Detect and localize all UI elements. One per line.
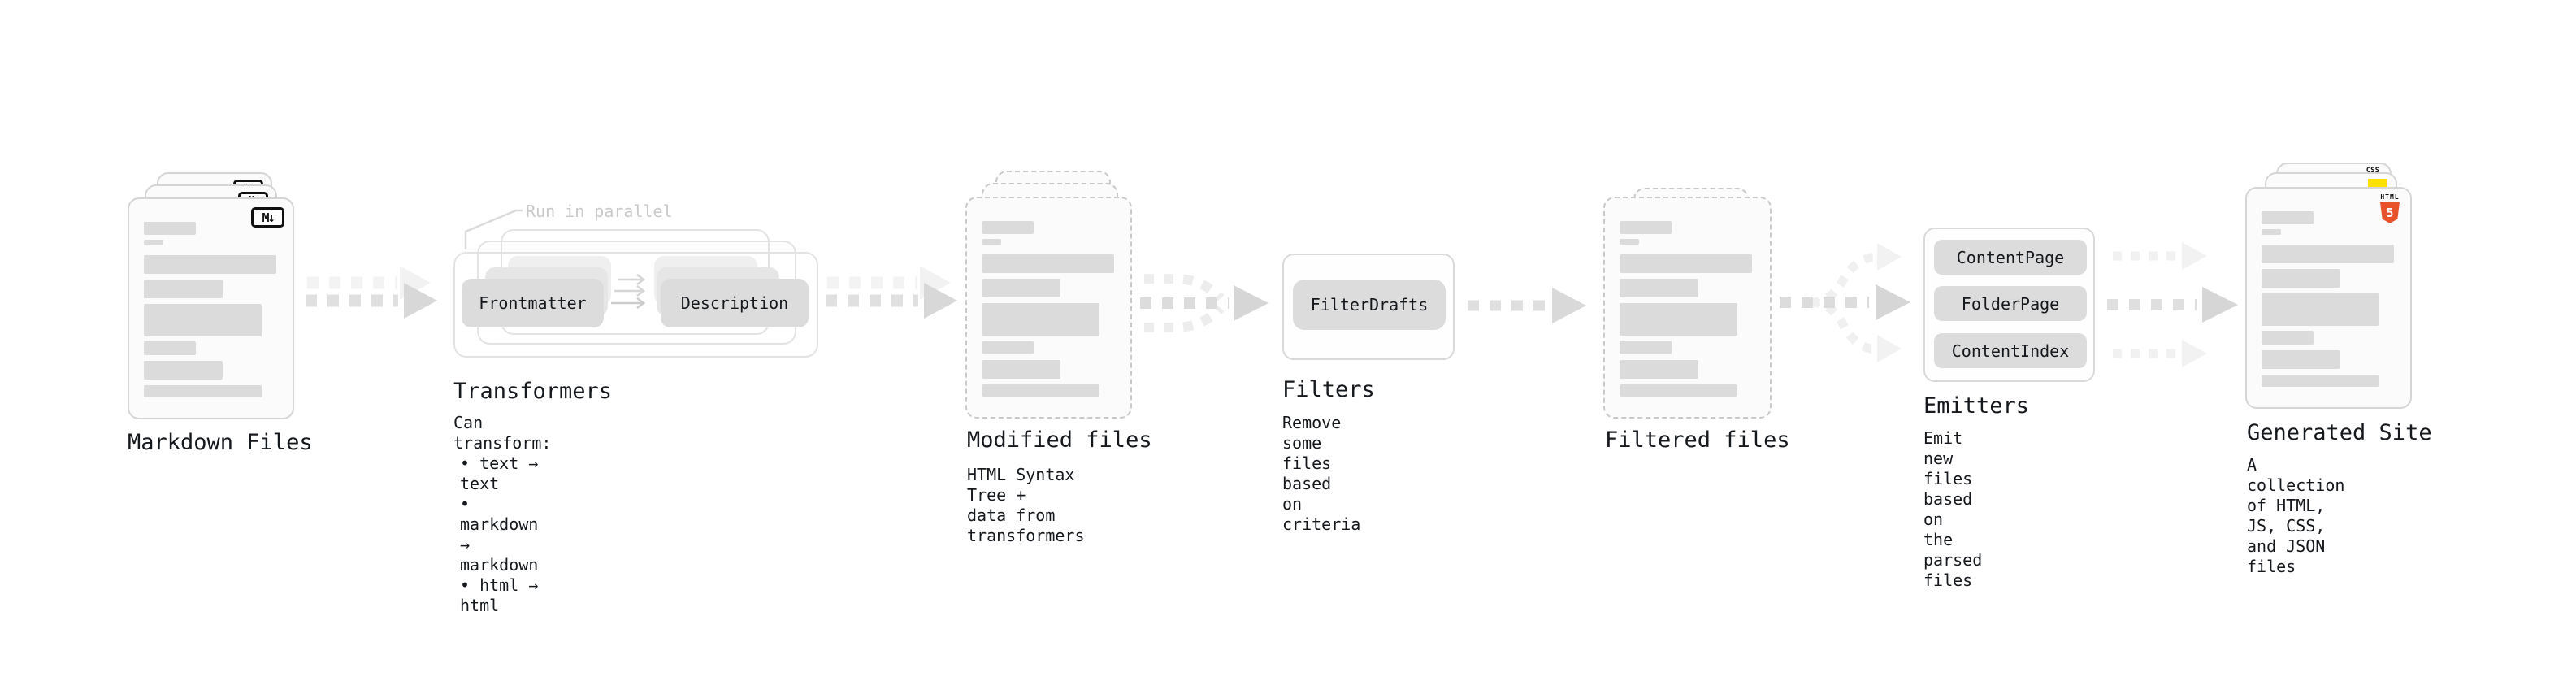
arrow-modified-to-filters [1140,274,1268,332]
filter-filterdrafts: FilterDrafts [1293,280,1446,330]
html5-icon-word: HTML [2380,193,2400,201]
emitter-contentpage: ContentPage [1934,240,2087,275]
arrow-transformers-to-modified [826,266,957,319]
emitters-description: Emit new files based on the parsed files [1923,428,1983,590]
modified-files-description: HTML Syntax Tree + data from transformer… [967,465,1085,545]
js-file-icon [2368,179,2387,189]
bullet-markdown-to-markdown: • markdown → markdown [460,494,539,575]
arrow-markdown-to-transformers [306,266,437,319]
stage-label-markdown-files: Markdown Files [128,430,313,455]
markdown-file-card: M↓ [128,197,294,419]
file-content-skeleton [144,199,278,397]
html5-file-icon: HTML 5 [2379,193,2401,223]
stage-label-generated-site: Generated Site [2247,420,2432,445]
stage-label-filters: Filters [1282,377,1375,402]
bullet-html-to-html: • html → html [460,575,539,615]
filters-panel: FilterDrafts [1282,254,1455,360]
transformer-frontmatter: Frontmatter [462,279,604,327]
parallel-arrows-icon [611,274,646,309]
emitter-folderpage: FolderPage [1934,286,2087,321]
arrow-emitters-to-generated [2107,242,2238,367]
run-in-parallel-annotation: Run in parallel [526,202,673,221]
stage-label-filtered-files: Filtered files [1605,427,1790,453]
filtered-file-card [1603,197,1772,419]
generated-file-card-html: HTML 5 [2245,187,2412,409]
filters-description: Remove some files based on criteria [1282,413,1361,534]
generated-site-description: A collection of HTML, JS, CSS, and JSON … [2247,455,2345,576]
file-content-skeleton [2262,189,2396,387]
annotation-leader-line [464,209,523,249]
transformer-description: Description [661,279,809,327]
can-transform-heading: Can transform: [453,413,552,453]
bullet-text-to-text: • text → text [460,453,539,493]
arrow-filters-to-filtered [1468,288,1586,323]
emitter-contentindex: ContentIndex [1934,333,2087,368]
stage-label-emitters: Emitters [1923,393,2030,419]
stage-label-transformers: Transformers [453,379,613,404]
transformers-description: Can transform: • text → text • markdown … [453,413,551,616]
parallel-layer-box-front [453,252,818,358]
modified-file-card [965,197,1132,419]
arrow-filtered-to-emitters [1780,243,1910,362]
file-content-skeleton [982,198,1116,397]
markdown-icon: M↓ [251,207,284,228]
emitters-panel: ContentPage FolderPage ContentIndex [1923,228,2095,382]
file-content-skeleton [1620,198,1755,397]
stage-label-modified-files: Modified files [967,427,1152,453]
